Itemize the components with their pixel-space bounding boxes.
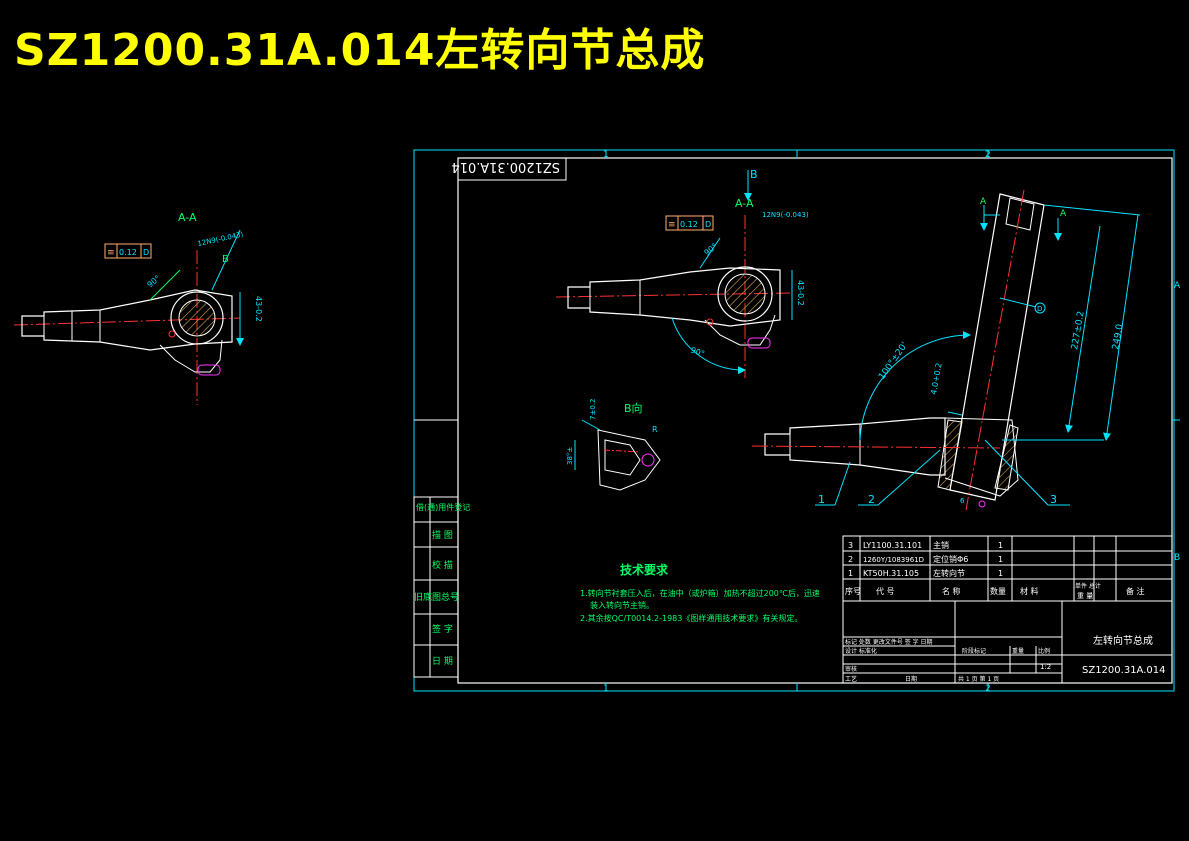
- svg-text:2: 2: [985, 684, 991, 694]
- left-section-view: A-A B ≡ 0.12 D 12N9(-0.043) 90° 43-0.2: [13, 211, 263, 405]
- balloon-3: 3: [1050, 493, 1057, 506]
- svg-text:主销: 主销: [933, 540, 949, 550]
- height-dim: 43-0.2: [796, 280, 805, 306]
- svg-text:1: 1: [603, 684, 609, 694]
- svg-text:1260Y/1083961D: 1260Y/1083961D: [863, 556, 924, 564]
- dim-6: 6: [960, 497, 965, 505]
- angle-dim-big: 100°±20': [877, 341, 910, 382]
- svg-text:借(通)用件登记: 借(通)用件登记: [416, 502, 470, 512]
- svg-text:数量: 数量: [990, 586, 1006, 596]
- dim-4: 4.0+0.2: [929, 362, 943, 395]
- svg-text:KT50H.31.105: KT50H.31.105: [863, 569, 919, 578]
- svg-text:1: 1: [998, 569, 1003, 578]
- svg-text:签 字: 签 字: [432, 623, 453, 635]
- svg-text:旧底图总号: 旧底图总号: [414, 591, 459, 603]
- view-b: B向 7±0.2 38°± R: [566, 399, 661, 491]
- svg-text:备 注: 备 注: [1126, 586, 1145, 596]
- technical-requirements: 技术要求 1.转向节衬套压入后，在油中（或炉箱）加热不超过200℃后，迅速 装入…: [580, 562, 820, 623]
- section-aa-label: A-A: [735, 197, 754, 210]
- left-height-dim: 43-0.2: [254, 296, 263, 322]
- left-section-label: A-A: [178, 211, 197, 224]
- svg-text:1: 1: [998, 555, 1003, 564]
- drawing-code: SZ1200.31A.014: [1082, 665, 1165, 676]
- svg-text:校 描: 校 描: [432, 559, 453, 571]
- section-arrow-a-left: A: [980, 197, 987, 207]
- svg-text:0.12: 0.12: [119, 248, 137, 257]
- svg-text:A: A: [1174, 281, 1181, 291]
- svg-text:设计 标准化: 设计 标准化: [845, 647, 877, 655]
- svg-text:定位销Φ6: 定位销Φ6: [933, 554, 968, 564]
- left-angle-dim: 90°: [146, 274, 163, 290]
- svg-text:≡: ≡: [668, 220, 676, 230]
- section-view-aa: B A-A ≡ 0.12 D 12N9(-0.043) 90° 90° 43-0…: [555, 168, 809, 378]
- svg-text:2: 2: [848, 555, 853, 564]
- svg-text:审核: 审核: [845, 665, 857, 673]
- left-b-marker: B: [222, 254, 229, 265]
- svg-text:1: 1: [848, 569, 853, 578]
- svg-text:材 料: 材 料: [1020, 586, 1039, 596]
- svg-text:序号: 序号: [845, 586, 861, 596]
- fit-dim: 12N9(-0.043): [762, 211, 809, 219]
- notes-line-3: 2.其余按QC/T0014.2-1983《图样通用技术要求》有关规定。: [580, 613, 802, 623]
- svg-text:重 量: 重 量: [1077, 592, 1093, 600]
- svg-text:比例: 比例: [1038, 647, 1050, 655]
- angle-dim-2: 90°: [689, 345, 705, 358]
- bom-table: 3 LY1100.31.101 主销 1 2 1260Y/1083961D 定位…: [842, 535, 1173, 602]
- view-b-title: B向: [624, 401, 643, 415]
- title-block: 标记 处数 更改文件号 签 字 日期 设计 标准化 审核 工艺 日期 阶段标记 …: [842, 600, 1173, 684]
- svg-text:SZ1200.31A.014: SZ1200.31A.014: [451, 159, 560, 174]
- left-tolerance-frame: ≡ 0.12 D: [104, 243, 152, 259]
- side-registration-table: 借(通)用件登记 描 图 校 描 旧底图总号 签 字 日 期: [413, 419, 470, 678]
- svg-text:日期: 日期: [905, 675, 917, 683]
- svg-text:名 称: 名 称: [942, 586, 961, 596]
- svg-text:标记 处数 更改文件号 签 字 日期: 标记 处数 更改文件号 签 字 日期: [845, 638, 933, 646]
- svg-text:D: D: [143, 248, 149, 257]
- svg-text:描 图: 描 图: [432, 529, 453, 541]
- balloon-2: 2: [868, 493, 875, 506]
- balloon-1: 1: [818, 493, 825, 506]
- svg-text:日 期: 日 期: [432, 656, 453, 667]
- main-assembly-view: 227±0.2 249.0 100°±20' 4.0+0.2 A A D 6 1…: [751, 189, 1141, 511]
- view-b-radius: R: [652, 425, 658, 434]
- svg-text:0.12: 0.12: [680, 220, 698, 229]
- svg-text:2: 2: [985, 150, 991, 160]
- left-fit-dim: 12N9(-0.043): [197, 230, 245, 248]
- mirrored-code-box: SZ1200.31A.014: [451, 157, 567, 181]
- sheet-frame: 1 2 1 2 A B SZ1200.31A.014: [413, 149, 1181, 694]
- view-b-dim-7: 7±0.2: [589, 399, 597, 420]
- svg-text:左转向节: 左转向节: [933, 568, 965, 578]
- datum-d: D: [1037, 305, 1042, 313]
- svg-text:B: B: [1174, 553, 1180, 563]
- svg-text:阶段标记: 阶段标记: [962, 647, 986, 655]
- svg-text:≡: ≡: [107, 248, 115, 258]
- svg-text:代 号: 代 号: [876, 586, 895, 596]
- section-arrow-a-right: A: [1060, 209, 1067, 219]
- svg-text:LY1100.31.101: LY1100.31.101: [863, 541, 922, 550]
- notes-line-1: 1.转向节衬套压入后，在油中（或炉箱）加热不超过200℃后，迅速: [580, 588, 820, 598]
- svg-text:1: 1: [603, 150, 609, 160]
- tolerance-frame: ≡ 0.12 D: [665, 215, 714, 231]
- svg-text:工艺: 工艺: [845, 675, 857, 683]
- drawing-name: 左转向节总成: [1093, 634, 1153, 647]
- svg-text:单件 总计: 单件 总计: [1075, 582, 1101, 590]
- notes-line-2: 装入转向节主销。: [590, 600, 654, 610]
- page-title: SZ1200.31A.014左转向节总成: [14, 25, 706, 76]
- dim-249: 249.0: [1111, 323, 1125, 350]
- svg-text:1:2: 1:2: [1040, 663, 1051, 671]
- b-view-arrow-label: B: [750, 168, 758, 181]
- svg-text:重量: 重量: [1012, 647, 1024, 655]
- svg-text:3: 3: [848, 541, 853, 550]
- notes-heading: 技术要求: [620, 562, 669, 577]
- angle-dim-1: 90°: [703, 242, 720, 258]
- svg-text:D: D: [705, 220, 711, 229]
- view-b-dim-38: 38°±: [566, 447, 574, 465]
- svg-text:共 1 页 第 1 页: 共 1 页 第 1 页: [958, 675, 999, 683]
- svg-text:1: 1: [998, 541, 1003, 550]
